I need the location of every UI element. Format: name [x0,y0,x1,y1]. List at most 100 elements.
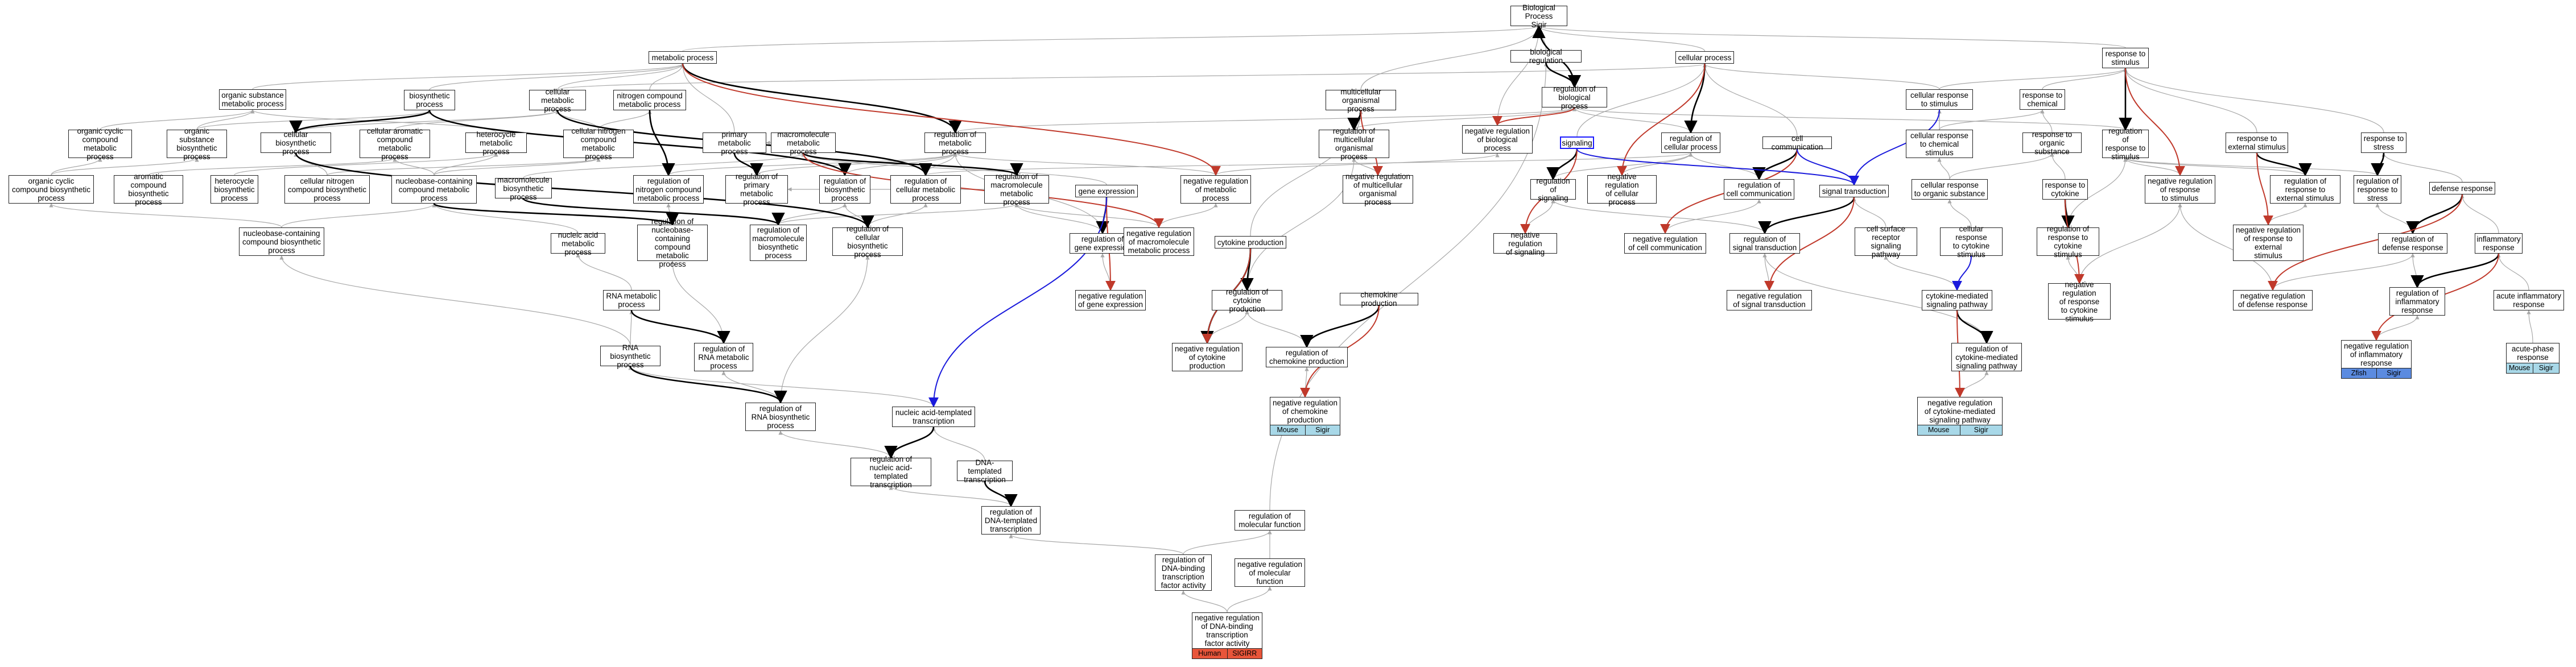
go-term-sigtrans[interactable]: signal transduction [1819,185,1889,197]
go-term-macromet[interactable]: macromolecule metabolic process [771,130,836,156]
go-term-hetero[interactable]: heterocycle metabolic process [465,130,527,156]
go-term-cellrespstim[interactable]: cellular response to stimulus [1906,89,1973,110]
go-term-biosyn[interactable]: biosynthetic process [404,90,455,110]
go-term-cellbio[interactable]: cellular biosynthetic process [261,130,331,156]
go-term-regcellproc[interactable]: regulation of cellular process [1661,132,1720,153]
go-term-regmacrobio[interactable]: regulation of macromolecule biosynthetic… [750,225,807,261]
go-term-chemoprod[interactable]: chemokine production [1340,291,1418,308]
go-term-rnamet[interactable]: RNA metabolic process [603,290,660,310]
go-term-regdnatrans[interactable]: regulation of DNA-templated transcriptio… [981,506,1041,535]
go-term-negregsigtrans[interactable]: negative regulation of signal transducti… [1727,290,1812,310]
go-term-negregmacro[interactable]: negative regulation of macromolecule met… [1124,227,1194,256]
go-term-geneexpr[interactable]: gene expression [1075,185,1138,197]
go-term-macrobio[interactable]: macromolecule biosynthetic process [495,176,552,201]
go-term-orgcyc[interactable]: organic cyclic compound metabolic proces… [68,127,132,161]
go-term-orgsubbio[interactable]: organic substance biosynthetic process [167,127,227,161]
go-term-negregcytoprod[interactable]: negative regulation of cytokine producti… [1172,343,1242,371]
go-term-metproc[interactable]: metabolic process [649,51,717,64]
go-term-cellproc[interactable]: cellular process [1675,51,1734,64]
go-term-nucbasebio[interactable]: nucleobase-containing compound biosynthe… [239,227,324,256]
go-term-negregcellcomm[interactable]: negative regulation of cell communicatio… [1624,233,1706,254]
go-term-regmultorg[interactable]: regulation of multicellular organismal p… [1319,127,1389,161]
go-term-regcytoprod[interactable]: regulation of cytokine production [1212,288,1282,313]
go-term-negregrespcyto[interactable]: negative regulation of response to cytok… [2048,280,2111,323]
go-term-negregchemo[interactable]: negative regulation of chemokine product… [1270,397,1340,425]
go-term-bp[interactable]: Biological Process Sigir [1510,3,1567,29]
go-term-orgcycbio[interactable]: organic cyclic compound biosynthetic pro… [9,175,94,204]
go-term-resporgsub[interactable]: response to organic substance [2022,130,2082,156]
go-term-cytomed[interactable]: cytokine-mediated signaling pathway [1922,290,1992,310]
go-term-regnitro[interactable]: regulation of nitrogen compound metaboli… [633,175,704,204]
go-term-nucacidtrans[interactable]: nucleic acid-templated transcription [892,407,975,427]
go-term-inflam[interactable]: inflammatory response [2475,233,2523,254]
go-term-cytoprod[interactable]: cytokine production [1215,236,1286,248]
go-term-regdef[interactable]: regulation of defense response [2378,233,2447,254]
go-term-negregmolfunc[interactable]: negative regulation of molecular functio… [1235,558,1305,587]
go-term-negreginflam[interactable]: negative regulation of inflammatory resp… [2341,340,2412,368]
go-term-regmet[interactable]: regulation of metabolic process [924,130,986,156]
go-term-cellresporg[interactable]: cellular response to organic substance [1912,179,1988,200]
go-term-primmet[interactable]: primary metabolic process [703,130,766,156]
go-term-regnucbase[interactable]: regulation of nucleobase-containing comp… [637,217,708,268]
go-term-nucacid[interactable]: nucleic acid metabolic process [551,231,605,256]
go-term-cellnitro[interactable]: cellular nitrogen compound metabolic pro… [563,127,634,161]
go-term-regrespext[interactable]: regulation of response to external stimu… [2270,175,2340,204]
go-term-respchem[interactable]: response to chemical [2020,89,2065,110]
go-term-reginflam[interactable]: regulation of inflammatory response [2389,287,2445,316]
go-term-regchemoprod[interactable]: regulation of chemokine production [1266,347,1348,367]
go-term-negreggeneexpr[interactable]: negative regulation of gene expression [1075,290,1146,310]
go-term-regcytomed[interactable]: regulation of cytokine-mediated signalin… [1951,343,2022,371]
go-term-respcyto[interactable]: response to cytokine [2042,179,2088,200]
go-term-regbp[interactable]: regulation of biological process [1542,85,1607,110]
go-term-negregrespstim[interactable]: negative regulation of response to stimu… [2145,175,2215,204]
go-term-regcellcomm[interactable]: regulation of cell communication [1724,179,1794,200]
go-term-multorg[interactable]: multicellular organismal process [1326,88,1396,113]
go-term-respext[interactable]: response to external stimulus [2226,132,2288,153]
go-term-heterobio[interactable]: heterocycle biosynthetic process [210,175,258,204]
go-term-regbio[interactable]: regulation of biosynthetic process [819,175,870,204]
go-term-regmolfunc[interactable]: regulation of molecular function [1235,510,1305,531]
go-term-cellrespcyto[interactable]: cellular response to cytokine stimulus [1940,225,2003,259]
go-term-nucbase[interactable]: nucleobase-containing compound metabolic… [391,175,477,204]
go-term-dnatrans[interactable]: DNA-templated transcription [957,458,1013,484]
go-term-respstim[interactable]: response to stimulus [2102,48,2149,68]
go-term-regrespstress[interactable]: regulation of response to stress [2354,175,2401,204]
go-term-negregmultorg[interactable]: negative regulation of multicellular org… [1343,172,1413,206]
go-term-respstress[interactable]: response to stress [2361,132,2406,153]
go-term-regrnabio[interactable]: regulation of RNA biosynthetic process [745,403,816,431]
go-term-regdnabind[interactable]: regulation of DNA-binding transcription … [1155,554,1212,591]
go-term-regcellmet[interactable]: regulation of cellular metabolic process [890,175,961,204]
go-term-acute[interactable]: acute inflammatory response [2494,290,2564,310]
go-term-regcellbio[interactable]: regulation of cellular biosynthetic proc… [832,225,903,259]
go-term-acutephase[interactable]: acute-phase response [2506,343,2560,363]
go-term-negregdef[interactable]: negative regulation of defense response [2233,290,2313,310]
go-term-cellcomm[interactable]: cell communication [1762,134,1832,151]
go-term-regsigtrans[interactable]: regulation of signal transduction [1729,233,1800,254]
go-term-regsig[interactable]: regulation of signaling [1530,177,1576,202]
go-term-rnabio[interactable]: RNA biosynthetic process [600,343,660,369]
go-term-cellrespchem[interactable]: cellular response to chemical stimulus [1906,130,1973,158]
go-term-negregbp[interactable]: negative regulation of biological proces… [1462,125,1533,154]
go-term-signaling[interactable]: signaling [1560,136,1594,149]
go-term-negregsig[interactable]: negative regulation of signaling [1493,231,1557,256]
go-term-regprim[interactable]: regulation of primary metabolic process [725,172,788,206]
go-term-negregcytomed[interactable]: negative regulation of cytokine-mediated… [1917,397,2003,425]
go-term-negregcellproc[interactable]: negative regulation of cellular process [1587,172,1657,206]
go-term-cellarom[interactable]: cellular aromatic compound metabolic pro… [360,127,430,161]
go-term-bioreg[interactable]: biological regulation [1510,48,1582,65]
go-term-cellsurf[interactable]: cell surface receptor signaling pathway [1855,225,1917,259]
go-term-cellnitrobio[interactable]: cellular nitrogen compound biosynthetic … [284,175,370,204]
go-term-regnucacidtrans[interactable]: regulation of nucleic acid-templated tra… [851,455,931,489]
go-term-defresp[interactable]: defense response [2429,182,2495,194]
go-term-negregdnabind[interactable]: negative regulation of DNA-binding trans… [1192,612,1262,649]
go-term-orgsub[interactable]: organic substance metabolic process [219,89,286,110]
go-term-regrnamet[interactable]: regulation of RNA metabolic process [694,343,753,371]
go-term-nitro[interactable]: nitrogen compound metabolic process [613,90,686,110]
go-term-negregrespext[interactable]: negative regulation of response to exter… [2233,225,2303,261]
go-term-regrespcyto[interactable]: regulation of response to cytokine stimu… [2037,225,2099,259]
go-term-regrespstim[interactable]: regulation of response to stimulus [2102,127,2149,161]
go-term-negregmet[interactable]: negative regulation of metabolic process [1180,175,1251,204]
go-term-regmacro[interactable]: regulation of macromolecule metabolic pr… [984,172,1049,206]
go-term-cellmet[interactable]: cellular metabolic process [529,88,586,113]
go-term-arombio[interactable]: aromatic compound biosynthetic process [114,172,183,206]
